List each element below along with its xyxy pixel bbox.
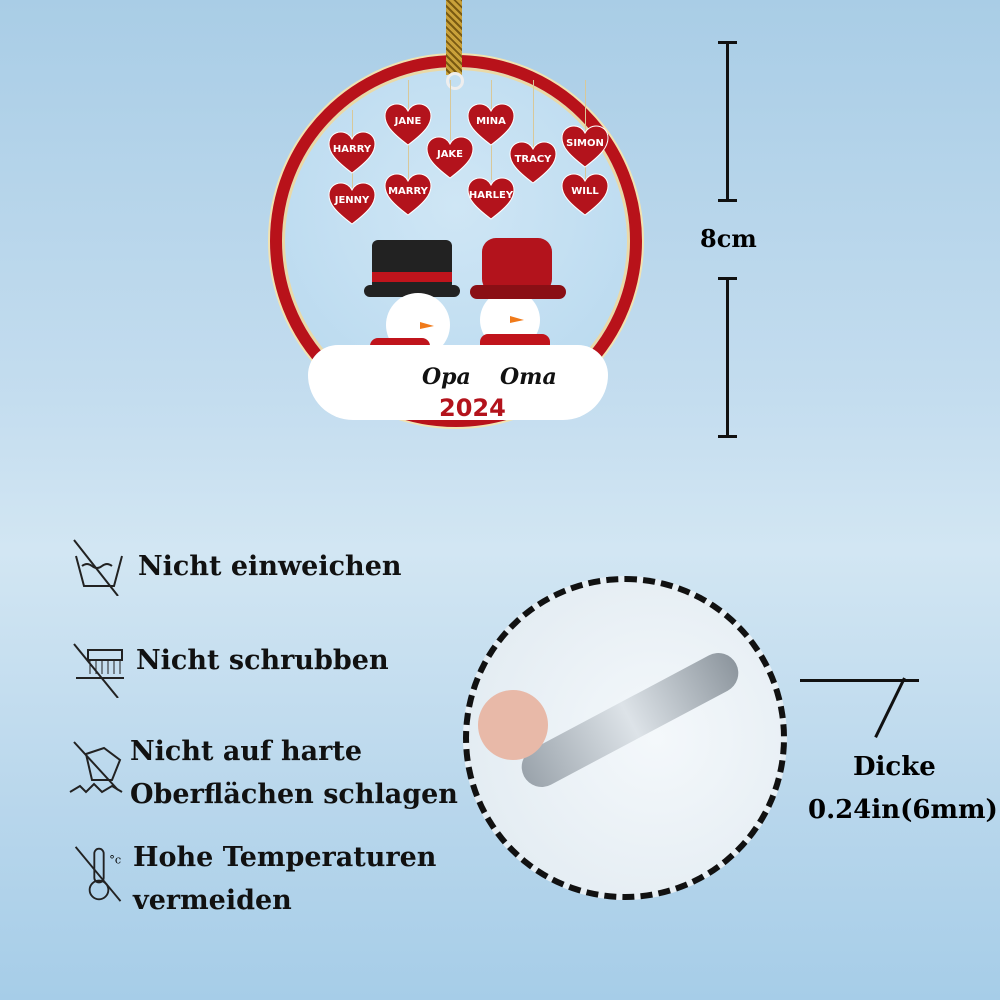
heart-name-tag: MARRY xyxy=(384,173,432,217)
svg-text:°c: °c xyxy=(109,854,121,867)
heart-name-tag: MINA xyxy=(467,103,515,147)
hanging-loop-icon xyxy=(446,72,464,90)
snowmen-illustration xyxy=(364,238,566,360)
finger-image xyxy=(478,690,548,760)
no-hard-impact-icon xyxy=(69,741,123,794)
heart-name-tag: JAKE xyxy=(426,136,474,180)
thickness-label: Dicke xyxy=(853,752,936,782)
no-soak-icon xyxy=(73,539,123,596)
left-name-label: Opa xyxy=(422,364,471,390)
ruler-line xyxy=(726,278,729,437)
care-text: Nicht auf harte xyxy=(130,736,363,767)
heart-name-tag: SIMON xyxy=(561,125,609,169)
ruler-cap xyxy=(718,435,737,438)
gold-string-icon xyxy=(446,0,462,75)
no-high-temperature-icon: °c xyxy=(74,846,122,902)
ruler-cap xyxy=(718,199,737,202)
care-text: Oberflächen schlagen xyxy=(130,779,458,810)
heart-name-tag: HARLEY xyxy=(467,177,515,221)
heart-name-tag: JENNY xyxy=(328,182,376,226)
leader-line xyxy=(874,677,906,738)
care-text: Nicht schrubben xyxy=(136,645,389,676)
size-label: 8cm xyxy=(700,224,757,253)
heart-name-tag: JANE xyxy=(384,103,432,147)
no-scrub-icon xyxy=(73,643,124,698)
heart-name-tag: WILL xyxy=(561,173,609,217)
heart-name-tag: TRACY xyxy=(509,141,557,185)
leader-line xyxy=(800,679,919,682)
care-text: vermeiden xyxy=(133,885,292,916)
right-name-label: Oma xyxy=(500,364,557,390)
year-label: 2024 xyxy=(439,394,506,422)
ruler-line xyxy=(726,42,729,200)
care-text: Hohe Temperaturen xyxy=(133,842,437,873)
snow-banner xyxy=(308,345,608,420)
thickness-value: 0.24in(6mm) xyxy=(808,795,998,825)
heart-name-tag: HARRY xyxy=(328,131,376,175)
care-text: Nicht einweichen xyxy=(138,551,402,582)
